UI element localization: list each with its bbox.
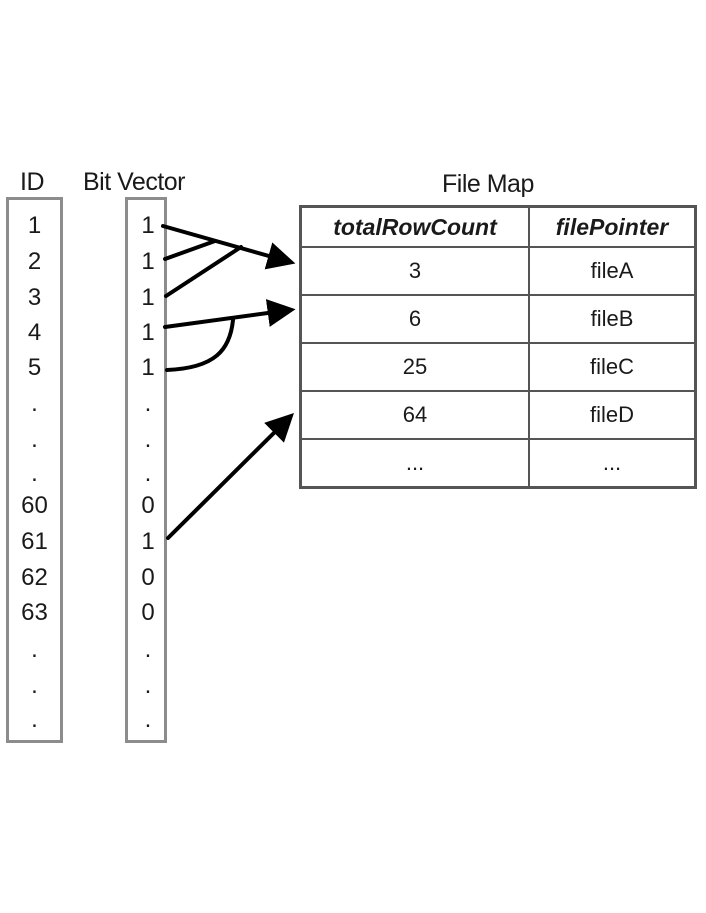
bit-vector-column: 1 1 1 1 1 . . . 0 1 0 0 . . . <box>125 197 167 743</box>
id-cell: 5 <box>27 354 42 381</box>
file-pointer-cell: ... <box>528 438 697 489</box>
id-cell: 60 <box>21 492 48 519</box>
id-cell: 3 <box>27 284 42 311</box>
column-header-file-pointer: filePointer <box>528 205 697 248</box>
bit-cell: 1 <box>141 528 155 555</box>
id-cell: . <box>31 636 38 663</box>
id-column: 1 2 3 4 5 . . . 60 61 62 63 . . . <box>6 197 63 743</box>
arrow-bit4-to-fileB <box>163 299 296 329</box>
table-row: 64 fileD <box>299 390 697 440</box>
connector-bit5 <box>165 318 235 372</box>
row-count-cell: ... <box>299 438 530 489</box>
table-row: ... ... <box>299 438 697 489</box>
connector-bit2 <box>163 239 217 261</box>
bit-cell: . <box>144 426 152 453</box>
row-count-cell: 3 <box>299 246 530 296</box>
id-cell: . <box>31 672 38 699</box>
table-row: 25 fileC <box>299 342 697 392</box>
connector-bit3 <box>164 245 243 298</box>
file-map-header: File Map <box>442 170 534 198</box>
arrow-bit61-to-fileD <box>166 413 294 540</box>
id-cell: . <box>31 426 38 453</box>
file-pointer-cell: fileA <box>528 246 697 296</box>
id-cell: 61 <box>21 528 48 555</box>
file-pointer-cell: fileC <box>528 342 697 392</box>
bit-cell: 1 <box>141 248 155 275</box>
row-count-cell: 25 <box>299 342 530 392</box>
id-cell: . <box>31 390 38 417</box>
id-cell: 63 <box>21 599 48 626</box>
bit-cell: 1 <box>141 284 155 311</box>
file-map-table: totalRowCount filePointer 3 fileA 6 file… <box>299 205 697 489</box>
file-map-header-row: totalRowCount filePointer <box>299 205 697 248</box>
id-cell: 62 <box>21 564 48 591</box>
bit-cell: 1 <box>141 319 155 346</box>
bit-vector-header: Bit Vector <box>83 168 186 196</box>
id-column-header: ID <box>20 168 45 196</box>
file-pointer-cell: fileB <box>528 294 697 344</box>
id-cell: . <box>31 460 38 487</box>
bit-cell: . <box>144 636 152 663</box>
bit-cell: 0 <box>141 599 155 626</box>
file-pointer-cell: fileD <box>528 390 697 440</box>
id-cell: 1 <box>27 212 42 239</box>
bit-cell: 0 <box>141 492 155 519</box>
bit-cell: . <box>144 672 152 699</box>
bit-cell: . <box>144 460 152 487</box>
row-count-cell: 64 <box>299 390 530 440</box>
id-cell: 4 <box>27 319 42 346</box>
id-cell: 2 <box>27 248 42 275</box>
id-cell: . <box>31 706 38 733</box>
bit-cell: 1 <box>141 212 155 239</box>
bit-cell: 1 <box>141 354 155 381</box>
column-header-total-row-count: totalRowCount <box>299 205 530 248</box>
row-count-cell: 6 <box>299 294 530 344</box>
table-row: 3 fileA <box>299 246 697 296</box>
table-row: 6 fileB <box>299 294 697 344</box>
bit-cell: 0 <box>141 564 155 591</box>
bit-cell: . <box>144 390 152 417</box>
arrow-bit1-to-fileA <box>161 224 296 270</box>
bit-cell: . <box>144 706 152 733</box>
